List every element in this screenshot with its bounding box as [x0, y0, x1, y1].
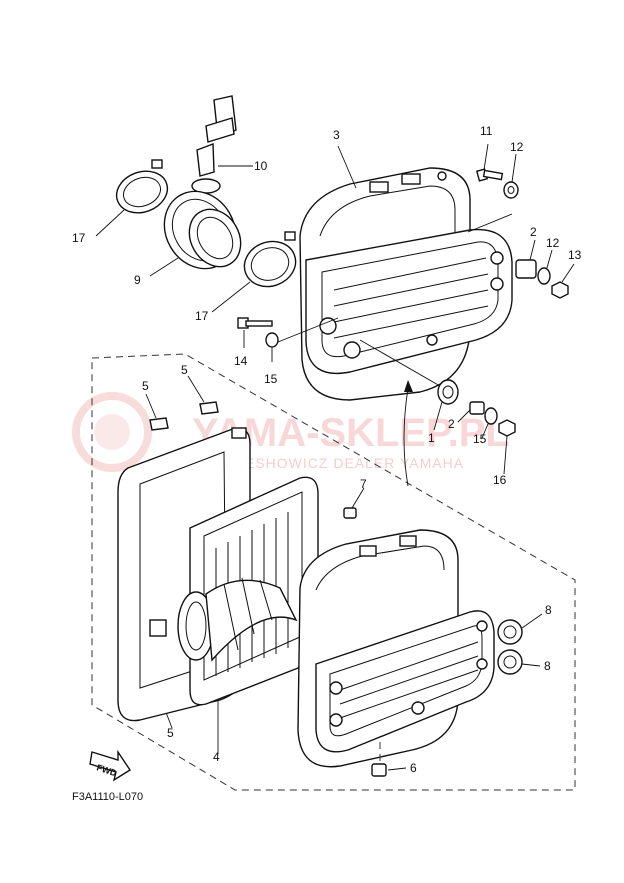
- watermark: YAMA-SKLEP.PL ESHOWICZ DEALER YAMAHA: [72, 392, 510, 472]
- air-filter-case-3: [299, 145, 513, 401]
- assembly-boundary: [91, 353, 576, 791]
- callout-1: 1: [428, 431, 435, 445]
- washer-12-right: [537, 249, 553, 285]
- grommet-1: [433, 379, 459, 431]
- callout-14: 14: [234, 354, 248, 368]
- figure-reference: F3A1110-L070: [72, 791, 143, 803]
- assembly-arrow: [403, 387, 409, 487]
- collar-2-lower: [457, 401, 485, 423]
- grommet-8-upper: [497, 613, 543, 645]
- callout-11: 11: [480, 124, 493, 138]
- callout-8-lower: 8: [544, 659, 551, 673]
- callout-8-upper: 8: [545, 603, 552, 617]
- callout-5-bottom: 5: [167, 726, 174, 740]
- callout-12-upper: 12: [510, 140, 524, 154]
- callout-17-right: 17: [195, 309, 209, 323]
- grommet-8-lower: [497, 649, 541, 675]
- callout-6: 6: [410, 761, 417, 775]
- screw-7: [343, 487, 365, 519]
- hose-band-17-right: [211, 231, 297, 313]
- callout-5-left: 5: [142, 379, 149, 393]
- intake-duct: [177, 577, 298, 662]
- callout-5-right: 5: [181, 363, 188, 377]
- callout-12-right: 12: [546, 236, 560, 250]
- washer-15-left: [265, 332, 279, 362]
- bolt-11: [475, 143, 504, 182]
- callout-2-lower: 2: [448, 417, 455, 431]
- clip-5-left: [145, 393, 169, 431]
- clip-5-right: [187, 375, 219, 415]
- callout-4: 4: [213, 750, 220, 764]
- intake-snorkel: [191, 95, 253, 194]
- air-filter-case-lower: [297, 529, 495, 768]
- callout-13: 13: [568, 248, 582, 262]
- drain-plug-6: [371, 742, 407, 777]
- callout-2-upper: 2: [530, 225, 537, 239]
- callout-15-right: 15: [473, 432, 487, 446]
- callout-3: 3: [333, 128, 340, 142]
- washer-12-upper: [503, 153, 519, 199]
- hose-band-17-left: [95, 159, 169, 237]
- fwd-arrow-icon: FWD: [89, 749, 131, 782]
- nut-13: [551, 263, 575, 299]
- grommet-2-upper: [515, 239, 537, 279]
- callout-16: 16: [493, 473, 507, 487]
- callout-15-left: 15: [264, 372, 278, 386]
- intake-joint-9: [149, 190, 242, 277]
- watermark-logo: [72, 392, 152, 472]
- callout-9: 9: [134, 273, 141, 287]
- nut-16: [498, 419, 516, 475]
- watermark-subtitle: ESHOWICZ DEALER YAMAHA: [245, 455, 464, 471]
- washer-15-right: [481, 407, 498, 439]
- callout-10: 10: [254, 159, 268, 173]
- callout-17-left: 17: [72, 231, 86, 245]
- bolt-14: [237, 317, 273, 348]
- callout-7: 7: [360, 477, 367, 491]
